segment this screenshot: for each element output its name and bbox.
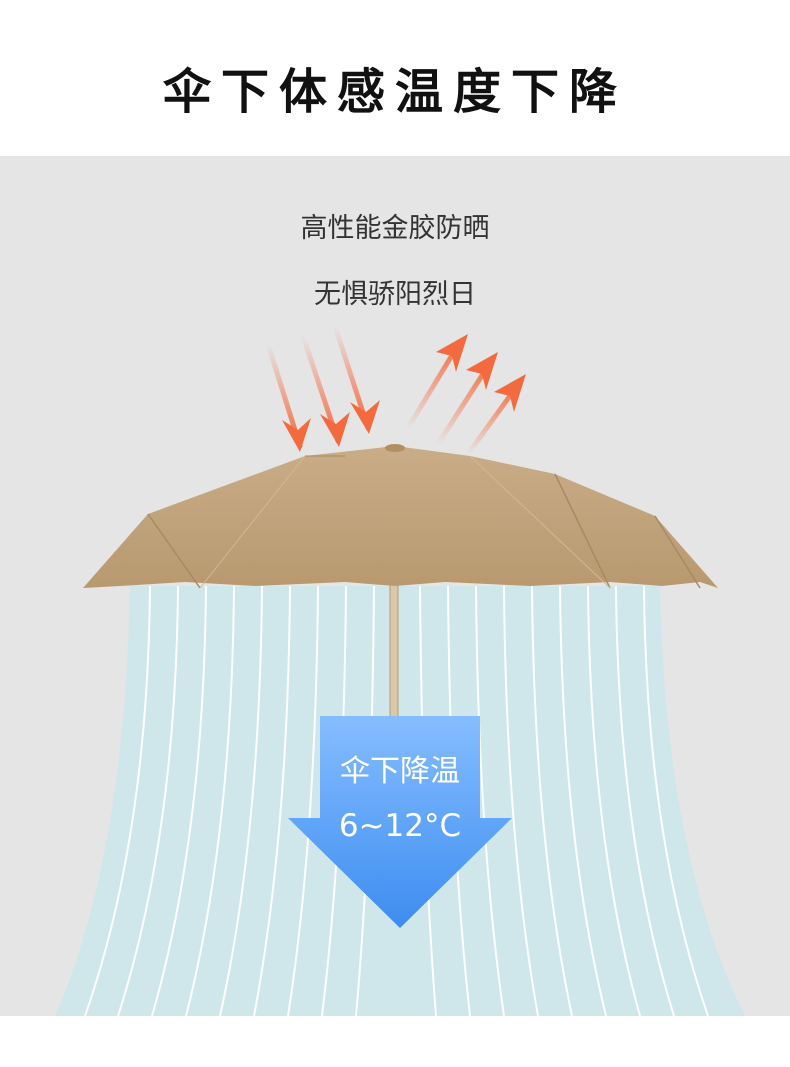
down-arrow-icon — [288, 716, 512, 928]
page-title: 伞下体感温度下降 — [162, 64, 627, 120]
umbrella-illustration — [55, 323, 745, 1016]
cooling-value: 6~12°C — [338, 808, 462, 844]
cooling-label: 伞下降温 — [340, 754, 460, 789]
umbrella-canopy — [83, 444, 718, 589]
sun-heat-arrow-icon — [265, 323, 371, 449]
illustration-panel: 高性能金胶防晒 无惧骄阳烈日 伞下降温 6~12°C — [0, 156, 790, 1016]
umbrella-shaft — [389, 580, 399, 732]
subtitle-line-2: 无惧骄阳烈日 — [314, 279, 476, 310]
subtitle-line-1: 高性能金胶防晒 — [300, 213, 490, 244]
reflect-arrow-icon — [405, 339, 523, 457]
